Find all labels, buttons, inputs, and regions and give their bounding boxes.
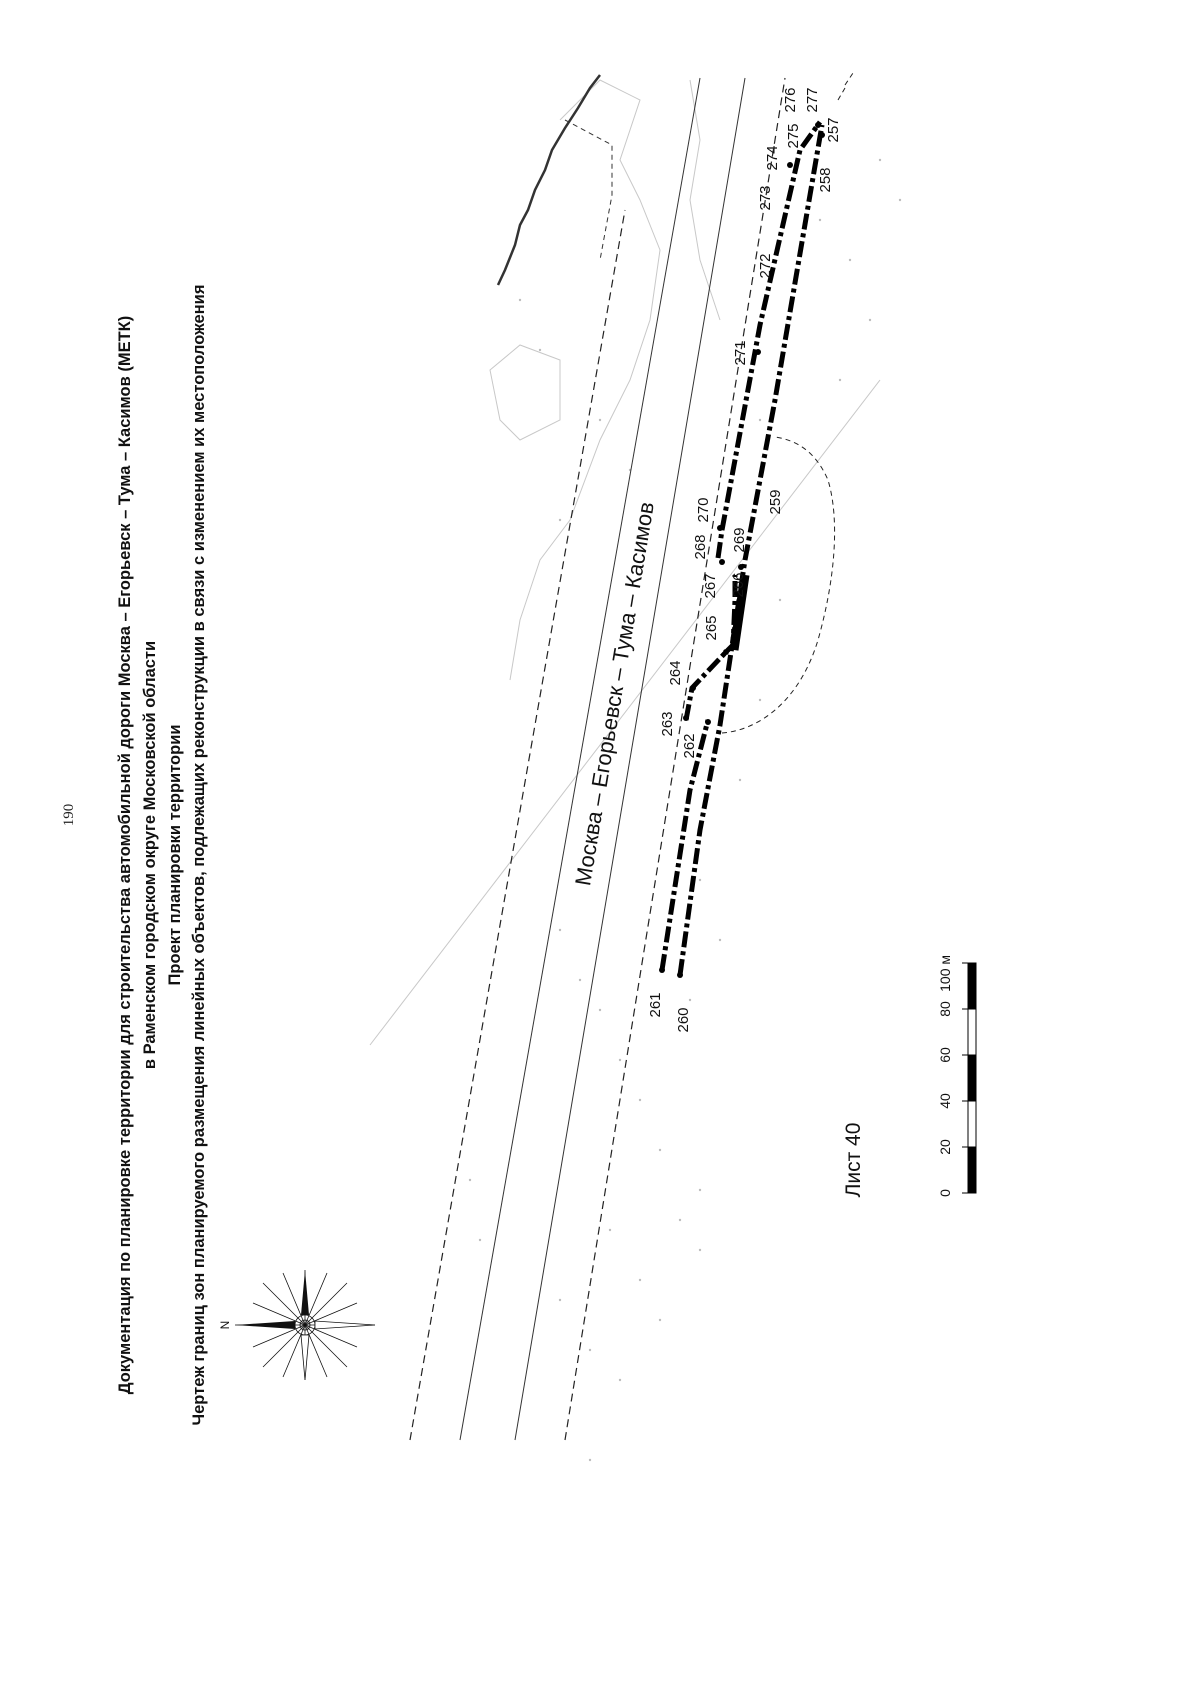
terrain-outlines [369,79,881,1046]
right-of-way-left [409,209,626,1441]
road-corridor [409,77,786,1441]
scale-tick-label: 0 [937,1189,953,1197]
point-label: 271 [732,340,749,365]
point-marker [677,972,683,978]
point-marker [723,649,729,655]
point-marker [755,349,761,355]
point-label: 265 [703,615,720,640]
point-label: 263 [659,711,676,736]
point-label: 261 [647,992,664,1017]
point-marker [705,719,711,725]
point-label: 262 [681,733,698,758]
point-label: 267 [702,573,719,598]
road-name-label: Москва – Егорьевск – Тума – Касимов [570,500,659,887]
header-title-line1: Документация по планировке территории дл… [116,316,134,1395]
point-label: 257 [825,117,842,142]
zone-line-branch [683,575,738,721]
point-label: 275 [785,123,802,148]
planned-zone-boundaries [659,120,825,976]
road-edge-left [459,77,701,1441]
right-of-way-right [564,77,786,1441]
scale-bar: 0 20 40 60 80 100 м [937,955,977,1197]
point-label: 273 [757,185,774,210]
scale-tick-label: 60 [937,1047,953,1063]
parcel-boundary-top [564,119,613,261]
scale-unit-label: 100 м [937,955,953,992]
compass-rose-icon: N [218,1270,376,1381]
point-label: 260 [675,1007,692,1032]
page-number: 190 [61,804,77,827]
header-title-line3: Проект планировки территории [166,724,184,985]
point-marker [717,525,723,531]
point-marker [819,132,825,138]
road-edge-right [514,77,746,1441]
scale-tick-label: 40 [937,1093,953,1109]
zone-line-junction [729,574,750,651]
point-label: 268 [692,534,709,559]
point-label: 258 [817,167,834,192]
zone-line-outer [677,124,825,976]
point-label: 266 [730,572,747,597]
point-marker [690,685,696,691]
scale-bar-segment [968,1147,976,1193]
header-title-line4: Чертеж границ зон планируемого размещени… [190,285,208,1426]
header-title-line2: в Раменском городском округе Московской … [141,641,159,1069]
zone-line-inner-south [659,719,711,971]
scale-bar-segment [968,963,976,1009]
point-marker [738,564,744,570]
point-marker [815,122,821,128]
point-label: 274 [764,145,781,170]
zone-boundary-259 [721,436,836,734]
terrain-dots [468,158,902,1462]
point-label: 270 [695,497,712,522]
zone-line-inner-north [715,120,823,559]
document-header: Документация по планировке территории дл… [116,285,208,1426]
stream-line [496,74,601,286]
point-marker [659,967,665,973]
point-labels: 261 260 262 263 264 265 266 267 268 269 … [647,87,842,1032]
zone-boundary-east [837,69,856,101]
point-marker [719,559,725,565]
point-label: 259 [767,489,784,514]
point-label: 269 [731,527,748,552]
point-label: 277 [804,87,821,112]
sheet-label: Лист 40 [842,1123,865,1198]
point-label: 272 [757,253,774,278]
scale-tick-label: 20 [937,1139,953,1155]
point-marker [787,162,793,168]
boundary-points [659,122,825,978]
scale-tick-label: 80 [937,1001,953,1017]
point-label: 264 [667,660,684,685]
compass-north-label: N [218,1321,232,1330]
scale-bar-segment [968,1055,976,1101]
point-marker [683,715,689,721]
point-label: 276 [782,87,799,112]
